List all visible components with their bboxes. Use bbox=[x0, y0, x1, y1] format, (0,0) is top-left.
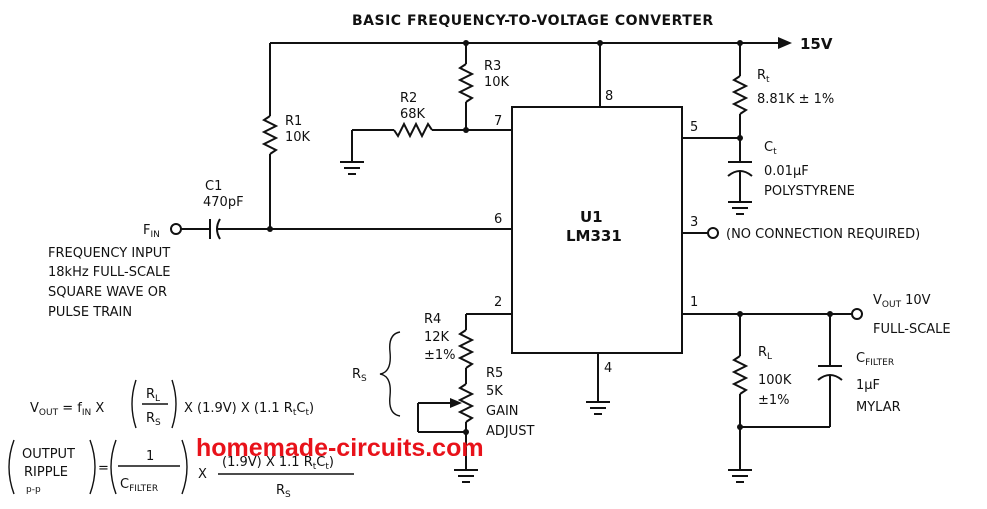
freq-input-line-4: PULSE TRAIN bbox=[48, 305, 132, 320]
vout-equation: VOUT = fIN X RL RS X (1.9V) X (1.1 RtCt) bbox=[30, 379, 314, 429]
ripple-equation: OUTPUT RIPPLE p-p = 1 CFILTER X (1.9V) X… bbox=[8, 439, 354, 500]
cfilter-ref: CFILTER bbox=[856, 351, 894, 368]
pin-2-label: 2 bbox=[494, 295, 502, 310]
eq1-lhs: VOUT = fIN X bbox=[30, 401, 104, 418]
eq1-paren-left bbox=[131, 379, 137, 429]
nc-label: (NO CONNECTION REQUIRED) bbox=[726, 227, 920, 242]
output-terminal bbox=[851, 308, 863, 320]
c1-value: 470pF bbox=[203, 195, 244, 210]
eq2-cfilter: CFILTER bbox=[120, 477, 158, 494]
rs-brace bbox=[379, 331, 401, 417]
freq-input-line-1: FREQUENCY INPUT bbox=[48, 246, 170, 261]
eq2-equals: = bbox=[98, 461, 109, 476]
r3-ref: R3 bbox=[484, 59, 501, 74]
rt-resistor bbox=[731, 75, 749, 115]
fin-label: FIN bbox=[143, 223, 160, 240]
ic-part: LM331 bbox=[566, 227, 622, 245]
cfilter-value: 1µF bbox=[856, 378, 880, 393]
rl-resistor bbox=[731, 355, 749, 395]
r5-note-2: ADJUST bbox=[486, 424, 535, 439]
ct-value: 0.01µF bbox=[764, 164, 809, 179]
diagram-title: BASIC FREQUENCY-TO-VOLTAGE CONVERTER bbox=[352, 13, 714, 29]
pin-1-label: 1 bbox=[690, 295, 698, 310]
eq1-rl: RL bbox=[146, 387, 160, 404]
r4-ref: R4 bbox=[424, 312, 441, 327]
eq2-line-1: OUTPUT bbox=[22, 447, 75, 462]
ic-ref: U1 bbox=[580, 208, 603, 226]
freq-input-line-2: 18kHz FULL-SCALE bbox=[48, 265, 170, 280]
rl-value: 100K bbox=[758, 373, 792, 388]
pin-8-label: 8 bbox=[605, 89, 613, 104]
r1-resistor bbox=[261, 115, 279, 155]
pin-7-label: 7 bbox=[494, 114, 502, 129]
r4-value: 12K bbox=[424, 330, 450, 345]
eq2-paren-left bbox=[8, 439, 15, 495]
ground-icon bbox=[340, 161, 364, 175]
r2-ref: R2 bbox=[400, 91, 417, 106]
eq1-tail: X (1.9V) X (1.1 RtCt) bbox=[184, 401, 314, 418]
vout-fullscale: FULL-SCALE bbox=[873, 322, 951, 337]
r3-value: 10K bbox=[484, 75, 510, 90]
rs-label: RS bbox=[352, 367, 367, 384]
pin-6-label: 6 bbox=[494, 212, 502, 227]
pin-5-label: 5 bbox=[690, 120, 698, 135]
freq-input-line-3: SQUARE WAVE OR bbox=[48, 285, 167, 300]
r4-tol: ±1% bbox=[424, 348, 456, 363]
r1-value: 10K bbox=[285, 130, 311, 145]
rl-tol: ±1% bbox=[758, 393, 790, 408]
pin-4-label: 4 bbox=[604, 361, 612, 376]
rl-ref: RL bbox=[758, 345, 772, 362]
supply-arrow-icon bbox=[778, 37, 792, 49]
ground-icon bbox=[586, 401, 610, 415]
junction-dot bbox=[267, 226, 273, 232]
r5-resistor bbox=[457, 383, 475, 423]
supply-label: 15V bbox=[800, 35, 833, 53]
r5-value: 5K bbox=[486, 384, 503, 399]
watermark: homemade-circuits.com bbox=[196, 434, 484, 462]
ground-icon bbox=[454, 469, 478, 483]
ground-icon bbox=[728, 469, 752, 483]
eq2-denominator: RS bbox=[276, 483, 291, 500]
r5-note-1: GAIN bbox=[486, 404, 519, 419]
r2-value: 68K bbox=[400, 107, 426, 122]
c1-ref: C1 bbox=[205, 179, 222, 194]
ct-type: POLYSTYRENE bbox=[764, 184, 855, 199]
r3-resistor bbox=[457, 63, 475, 103]
r2-resistor bbox=[393, 121, 433, 139]
eq2-line-2: RIPPLE bbox=[24, 465, 68, 480]
nc-terminal bbox=[707, 227, 719, 239]
eq2-numerator: (1.9V) X 1.1 RtCt) bbox=[222, 455, 334, 472]
eq2-times: X bbox=[198, 467, 207, 482]
wiper-arrow-icon bbox=[450, 398, 462, 408]
rt-ref: Rt bbox=[757, 68, 770, 85]
input-terminal bbox=[170, 223, 182, 235]
eq2-one: 1 bbox=[146, 449, 154, 464]
eq2-paren-right bbox=[89, 439, 96, 495]
eq1-rs: RS bbox=[146, 411, 161, 428]
cfilter-type: MYLAR bbox=[856, 400, 901, 415]
pin-3-label: 3 bbox=[690, 215, 698, 230]
eq2-line-3: p-p bbox=[26, 485, 41, 495]
eq1-paren-right bbox=[171, 379, 177, 429]
eq2-paren2-right bbox=[181, 439, 188, 495]
eq2-paren2-left bbox=[110, 439, 117, 495]
ground-icon bbox=[728, 201, 752, 215]
r4-resistor bbox=[457, 329, 475, 369]
ct-ref: Ct bbox=[764, 140, 777, 157]
junction-dot bbox=[463, 429, 469, 435]
rt-value: 8.81K ± 1% bbox=[757, 92, 834, 107]
r5-ref: R5 bbox=[486, 366, 503, 381]
r1-ref: R1 bbox=[285, 114, 302, 129]
